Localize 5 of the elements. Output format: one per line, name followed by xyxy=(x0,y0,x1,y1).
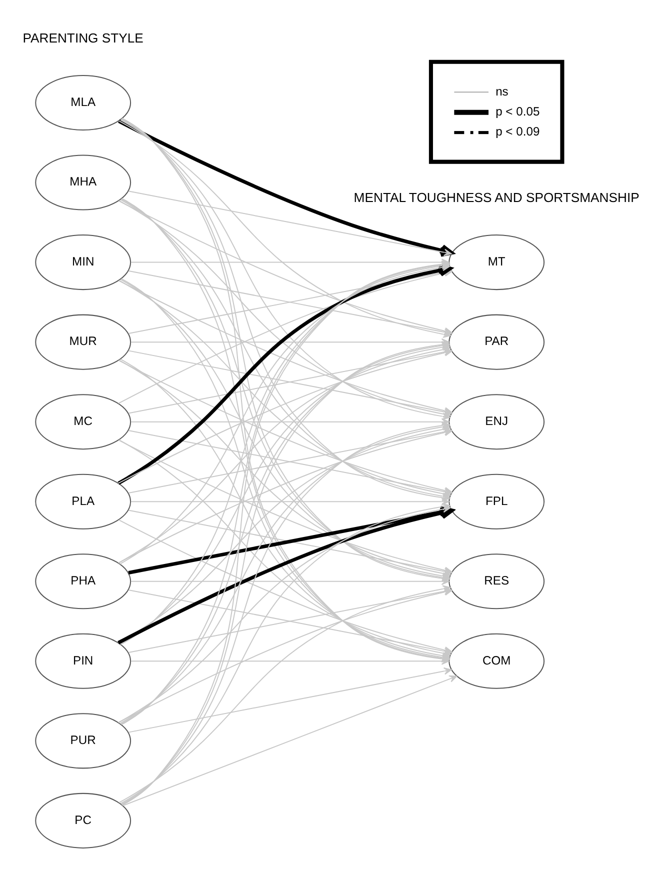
label: PARENTING STYLE xyxy=(22,30,144,46)
label: MENTAL TOUGHNESS AND SPORTSMANSHIP xyxy=(354,190,640,206)
legend-label: p < 0.05 xyxy=(496,104,540,118)
legend-label: p < 0.09 xyxy=(496,124,540,139)
legend-label: ns xyxy=(496,84,508,98)
